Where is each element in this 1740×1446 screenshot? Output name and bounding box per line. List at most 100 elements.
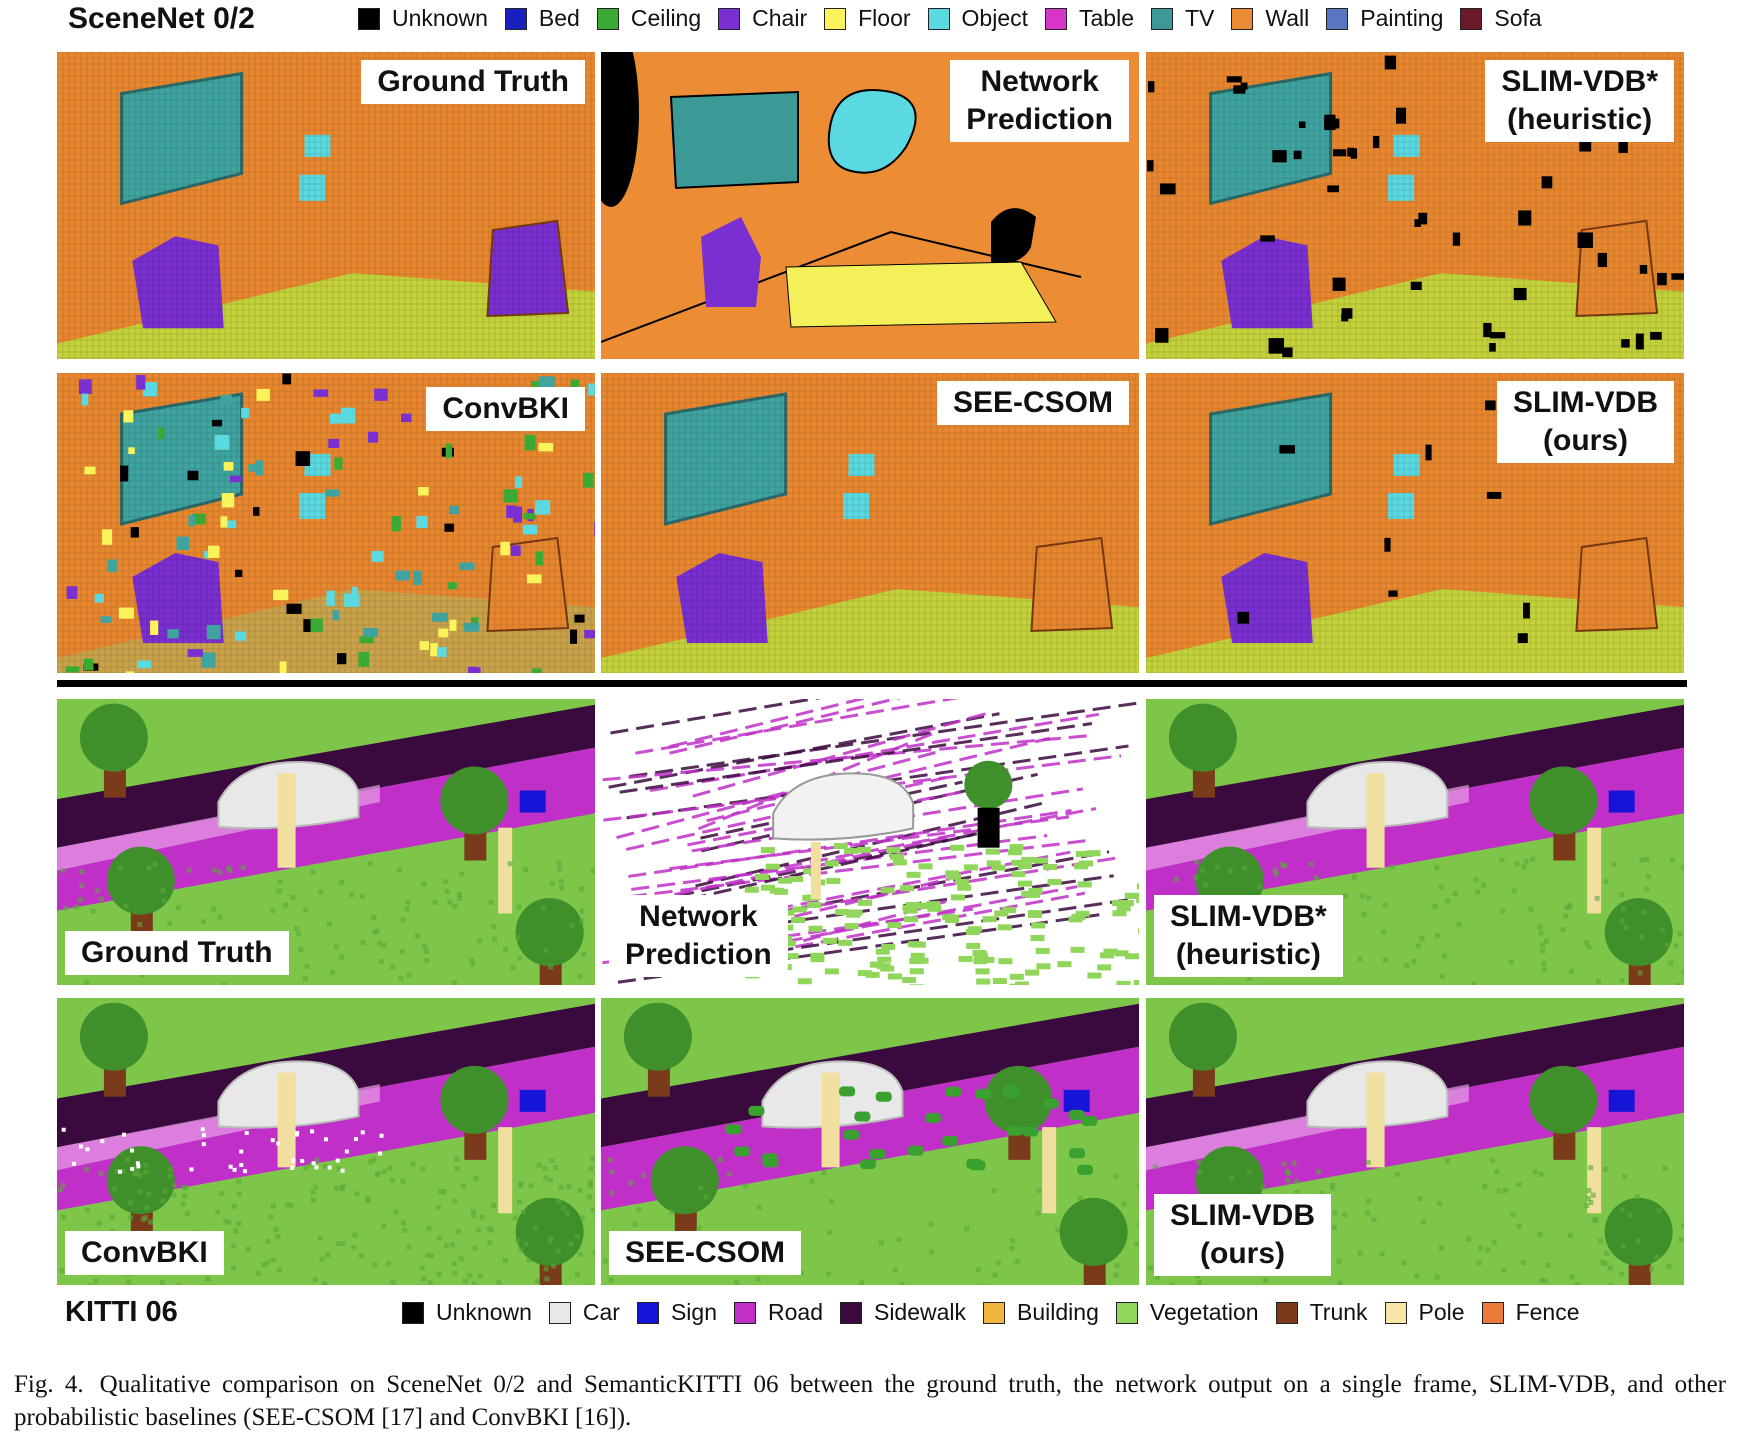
noise-voxel bbox=[445, 443, 453, 459]
vegetation-voxel bbox=[1594, 895, 1600, 901]
vegetation-voxel bbox=[1008, 849, 1023, 856]
vegetation-voxel bbox=[1678, 1237, 1684, 1243]
noise-voxel bbox=[1233, 85, 1246, 94]
vegetation-voxel bbox=[608, 1277, 614, 1283]
vegetation-voxel bbox=[231, 1203, 237, 1209]
vegetation-voxel bbox=[138, 1189, 144, 1195]
vegetation-voxel bbox=[590, 1156, 595, 1162]
noise-voxel bbox=[395, 570, 410, 581]
kitti-panel: ConvBKI bbox=[57, 998, 595, 1285]
vegetation-voxel bbox=[1036, 963, 1051, 970]
vegetation-voxel bbox=[609, 1190, 615, 1196]
vegetation-voxel bbox=[1103, 948, 1118, 955]
noise-voxel bbox=[1489, 332, 1506, 339]
vegetation-voxel bbox=[93, 1278, 99, 1284]
vegetation-voxel bbox=[436, 1271, 442, 1277]
vegetation-voxel bbox=[1030, 935, 1045, 942]
noise-voxel bbox=[418, 486, 429, 496]
noise-voxel bbox=[1298, 121, 1306, 128]
vegetation-voxel bbox=[881, 943, 896, 950]
vegetation-voxel bbox=[512, 1215, 518, 1221]
vegetation-voxel bbox=[1644, 886, 1650, 892]
vegetation-voxel bbox=[1452, 890, 1458, 896]
vegetation-voxel bbox=[1508, 959, 1514, 965]
vegetation-voxel bbox=[1075, 910, 1090, 917]
vegetation-voxel bbox=[304, 963, 310, 969]
scenenet-legend-label: Chair bbox=[752, 5, 808, 31]
vegetation-voxel bbox=[1641, 909, 1647, 915]
vegetation-voxel bbox=[1584, 940, 1590, 946]
tree-canopy bbox=[106, 846, 175, 915]
vegetation-voxel bbox=[906, 871, 921, 878]
vegetation-voxel bbox=[1538, 1171, 1544, 1177]
vegetation-voxel bbox=[1434, 864, 1440, 870]
noise-voxel bbox=[206, 624, 221, 640]
vegetation-voxel bbox=[1343, 893, 1349, 899]
vegetation-voxel bbox=[1337, 1280, 1343, 1285]
vegetation-voxel bbox=[918, 863, 933, 870]
vegetation-voxel bbox=[1539, 1278, 1545, 1284]
noise-voxel bbox=[344, 1149, 349, 1154]
tree-canopy bbox=[515, 1197, 584, 1266]
vegetation-voxel bbox=[367, 860, 373, 866]
kitti-legend-item: Building bbox=[983, 1299, 1099, 1326]
vegetation-voxel bbox=[117, 866, 123, 872]
kitti-legend-swatch bbox=[839, 1301, 862, 1324]
kitti-legend-item: Unknown bbox=[402, 1299, 532, 1326]
vegetation-voxel bbox=[186, 867, 192, 873]
vegetation-voxel bbox=[277, 879, 283, 885]
vegetation-voxel bbox=[778, 877, 793, 884]
vegetation-voxel bbox=[1586, 1187, 1592, 1193]
vegetation-voxel bbox=[330, 970, 336, 976]
vegetation-voxel bbox=[824, 860, 839, 867]
vegetation-voxel bbox=[265, 1260, 271, 1266]
vegetation-voxel bbox=[1097, 964, 1112, 971]
vegetation-voxel bbox=[502, 1258, 508, 1264]
vegetation-voxel bbox=[74, 904, 80, 910]
noise-voxel bbox=[100, 616, 111, 623]
noise-voxel bbox=[1618, 140, 1628, 153]
vegetation-voxel bbox=[986, 860, 1001, 867]
pole-region bbox=[277, 1072, 296, 1168]
csom-blob bbox=[854, 1111, 871, 1122]
vegetation-voxel bbox=[579, 908, 585, 914]
vegetation-voxel bbox=[1361, 911, 1367, 917]
tv-region bbox=[669, 90, 799, 190]
vegetation-voxel bbox=[590, 868, 595, 874]
vegetation-voxel bbox=[419, 1265, 425, 1271]
vegetation-voxel bbox=[1510, 1211, 1516, 1217]
vegetation-voxel bbox=[1027, 911, 1042, 918]
vegetation-voxel bbox=[360, 940, 366, 946]
vegetation-voxel bbox=[314, 1157, 320, 1163]
vegetation-voxel bbox=[1568, 1232, 1574, 1238]
vegetation-voxel bbox=[1620, 1243, 1626, 1249]
noise-voxel bbox=[584, 629, 595, 639]
csom-blob bbox=[969, 1160, 986, 1171]
vegetation-voxel bbox=[1473, 877, 1479, 883]
vegetation-voxel bbox=[63, 905, 69, 911]
vegetation-voxel bbox=[1263, 1277, 1269, 1283]
vegetation-voxel bbox=[226, 1220, 232, 1226]
noise-voxel bbox=[72, 1161, 77, 1166]
vegetation-voxel bbox=[426, 1225, 432, 1231]
vegetation-voxel bbox=[1627, 1212, 1633, 1218]
noise-voxel bbox=[468, 666, 478, 673]
noise-voxel bbox=[200, 1127, 205, 1132]
vegetation-voxel bbox=[336, 1241, 342, 1247]
vegetation-voxel bbox=[1077, 1195, 1083, 1201]
vegetation-voxel bbox=[184, 1211, 190, 1217]
vegetation-voxel bbox=[473, 1175, 479, 1181]
vegetation-voxel bbox=[632, 1221, 638, 1227]
noise-voxel bbox=[326, 590, 335, 607]
vegetation-voxel bbox=[358, 1253, 364, 1259]
kitti-panel-label: ConvBKI bbox=[65, 1231, 224, 1275]
vegetation-voxel bbox=[318, 889, 324, 895]
vegetation-voxel bbox=[393, 1209, 399, 1215]
vegetation-voxel bbox=[526, 1257, 532, 1263]
tree-canopy bbox=[440, 1065, 509, 1134]
noise-voxel bbox=[432, 612, 448, 622]
vegetation-voxel bbox=[200, 919, 206, 925]
sign-region bbox=[1063, 1089, 1090, 1112]
vegetation-voxel bbox=[1675, 983, 1681, 985]
kitti-legend-swatch bbox=[734, 1301, 756, 1324]
